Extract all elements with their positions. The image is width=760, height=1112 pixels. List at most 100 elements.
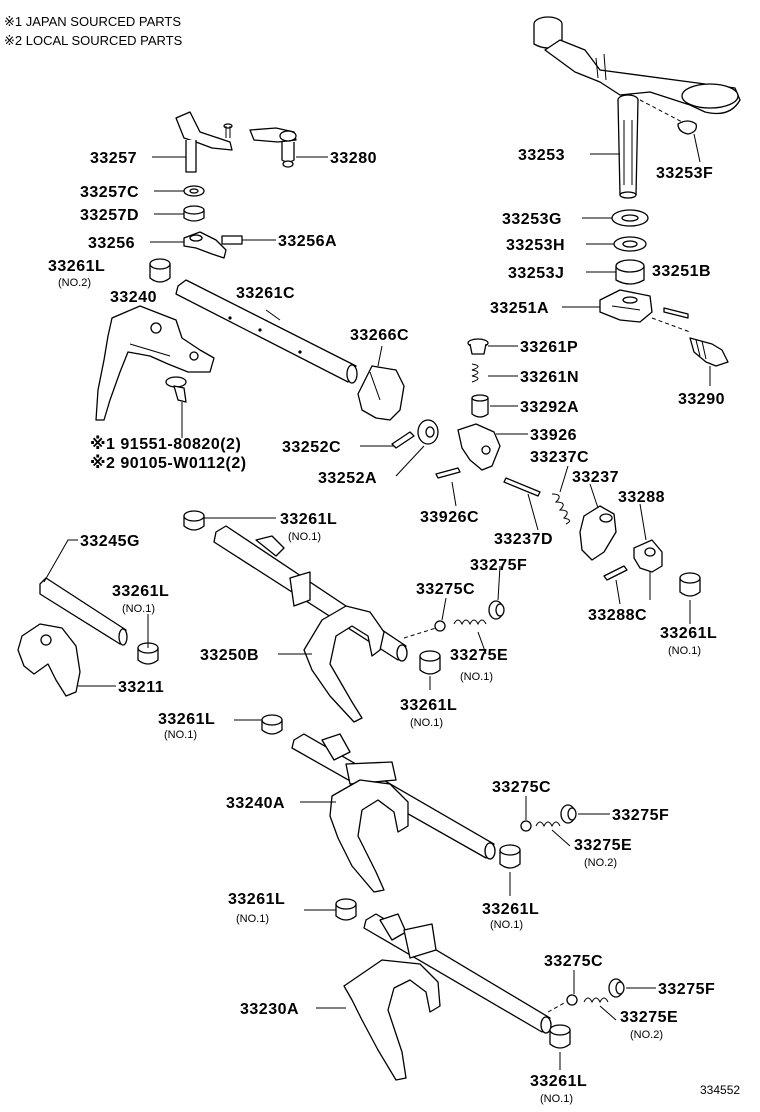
callout-33280: 33280	[330, 150, 377, 167]
ball-33292a	[471, 394, 489, 418]
plug-33261p	[467, 338, 489, 355]
callout-33261l-bottom: 33261L	[530, 1073, 587, 1090]
lever-33280	[249, 127, 297, 168]
callout-33257d: 33257D	[80, 207, 139, 224]
bushing-33261l-left	[137, 642, 159, 665]
callout-33211: 33211	[118, 679, 164, 696]
bushing-33253j	[615, 259, 645, 285]
clip-33253f	[677, 120, 697, 135]
sublabel-no1: (NO.1)	[410, 717, 443, 729]
dashed-guide	[651, 317, 691, 333]
callout-33261p: 33261P	[520, 339, 578, 356]
callout-33275e-1: 33275E	[450, 647, 508, 664]
pin-33251b	[663, 307, 689, 319]
sublabel-no2: (NO.2)	[584, 857, 617, 869]
spring-33275e	[453, 619, 487, 626]
callout-33292a: 33292A	[520, 399, 579, 416]
callout-33256a: 33256A	[278, 233, 337, 250]
block-33266c	[357, 365, 405, 421]
lever-33257	[175, 111, 233, 173]
note-local-sourced: ※2 LOCAL SOURCED PARTS	[4, 33, 183, 48]
spring-33275e	[583, 997, 609, 1004]
pin-33256a	[221, 235, 243, 245]
callout-33253: 33253	[518, 147, 565, 164]
callout-33230a: 33230A	[240, 1001, 299, 1018]
dashed-guide	[403, 627, 437, 639]
callout-33261l-mid2: 33261L	[158, 711, 215, 728]
callout-33266c: 33266C	[350, 327, 409, 344]
callout-bolt-japan: ※1 91551-80820(2)	[90, 435, 241, 453]
bushing-33257d	[183, 205, 205, 222]
ball-33275c	[566, 994, 578, 1006]
dashed-guide	[547, 1001, 567, 1013]
bolt-91551	[165, 376, 187, 403]
sublabel-no1: (NO.1)	[288, 531, 321, 543]
callout-33261l-no2: 33261L	[48, 258, 105, 275]
sublabel-no1: (NO.1)	[668, 645, 701, 657]
sublabel-no1: (NO.1)	[490, 919, 523, 931]
callout-33275e-3: 33275E	[620, 1009, 678, 1026]
callout-33288: 33288	[618, 489, 665, 506]
callout-33275f-1: 33275F	[470, 557, 527, 574]
leader-lines	[43, 133, 711, 1070]
callout-33253j: 33253J	[508, 265, 564, 282]
callout-33261l-bottom-left: 33261L	[228, 891, 285, 908]
callout-33275f-3: 33275F	[658, 981, 715, 998]
callout-33256: 33256	[88, 235, 135, 252]
plug-33275f	[608, 978, 625, 998]
spring-33275e	[535, 821, 561, 828]
callout-33261n: 33261N	[520, 369, 579, 386]
washer-33257c	[183, 185, 205, 197]
callout-33275e-2: 33275E	[574, 837, 632, 854]
ball-33275c	[434, 620, 446, 632]
bushing-33261l-mid	[419, 650, 441, 675]
callout-33275c-2: 33275C	[492, 779, 551, 796]
pin-33252c	[391, 431, 415, 449]
shaft-33245g	[39, 577, 128, 646]
callout-33926c: 33926C	[420, 509, 479, 526]
washer-33253g	[611, 209, 649, 227]
dashed-guide	[639, 99, 687, 125]
bushing-33261l-bottom	[549, 1024, 571, 1049]
callout-33288c: 33288C	[588, 607, 647, 624]
callout-33261l-left: 33261L	[112, 583, 169, 600]
ring-33252a	[417, 419, 439, 445]
washer-33253h	[613, 236, 647, 252]
fork-shaft-33230a	[343, 913, 552, 1081]
callout-33257: 33257	[90, 150, 137, 167]
callout-33251b: 33251B	[652, 263, 711, 280]
bushing-33261l-no2	[149, 258, 171, 283]
callout-33290: 33290	[678, 391, 725, 408]
callout-33257c: 33257C	[80, 184, 139, 201]
sublabel-no1: (NO.1)	[540, 1093, 573, 1105]
callout-33275f-2: 33275F	[612, 807, 669, 824]
pin-33288c	[603, 565, 628, 581]
callout-33237c: 33237C	[530, 449, 589, 466]
callout-33261l-right: 33261L	[660, 625, 717, 642]
spring-33237c	[551, 493, 570, 525]
callout-33253h: 33253H	[506, 237, 565, 254]
callout-33261l-top: 33261L	[280, 511, 337, 528]
pin-33926c	[435, 467, 461, 479]
callout-33240: 33240	[110, 289, 157, 306]
bushing-33261l-bottom-left	[335, 898, 357, 921]
spring-33261n	[471, 363, 479, 383]
fork-shaft-33250b	[213, 525, 408, 723]
callout-bolt-local: ※2 90105-W0112(2)	[90, 454, 247, 472]
shift-lever-33253	[533, 16, 741, 199]
callout-33237d: 33237D	[494, 531, 553, 548]
lever-33237	[579, 505, 617, 561]
bushing-33261l-mid3	[499, 844, 521, 869]
lever-33251a	[599, 289, 653, 323]
plug-33275f	[488, 600, 505, 620]
callout-33275c-3: 33275C	[544, 953, 603, 970]
lever-33288	[633, 539, 663, 573]
sublabel-no2: (NO.2)	[630, 1029, 663, 1041]
callout-33275c-1: 33275C	[416, 581, 475, 598]
bushing-33261l-right	[679, 572, 701, 597]
callout-33250b: 33250B	[200, 647, 259, 664]
bushing-33261l-mid2	[261, 714, 283, 735]
sublabel-no1: (NO.1)	[164, 729, 197, 741]
callout-33261l-mid3: 33261L	[482, 901, 539, 918]
